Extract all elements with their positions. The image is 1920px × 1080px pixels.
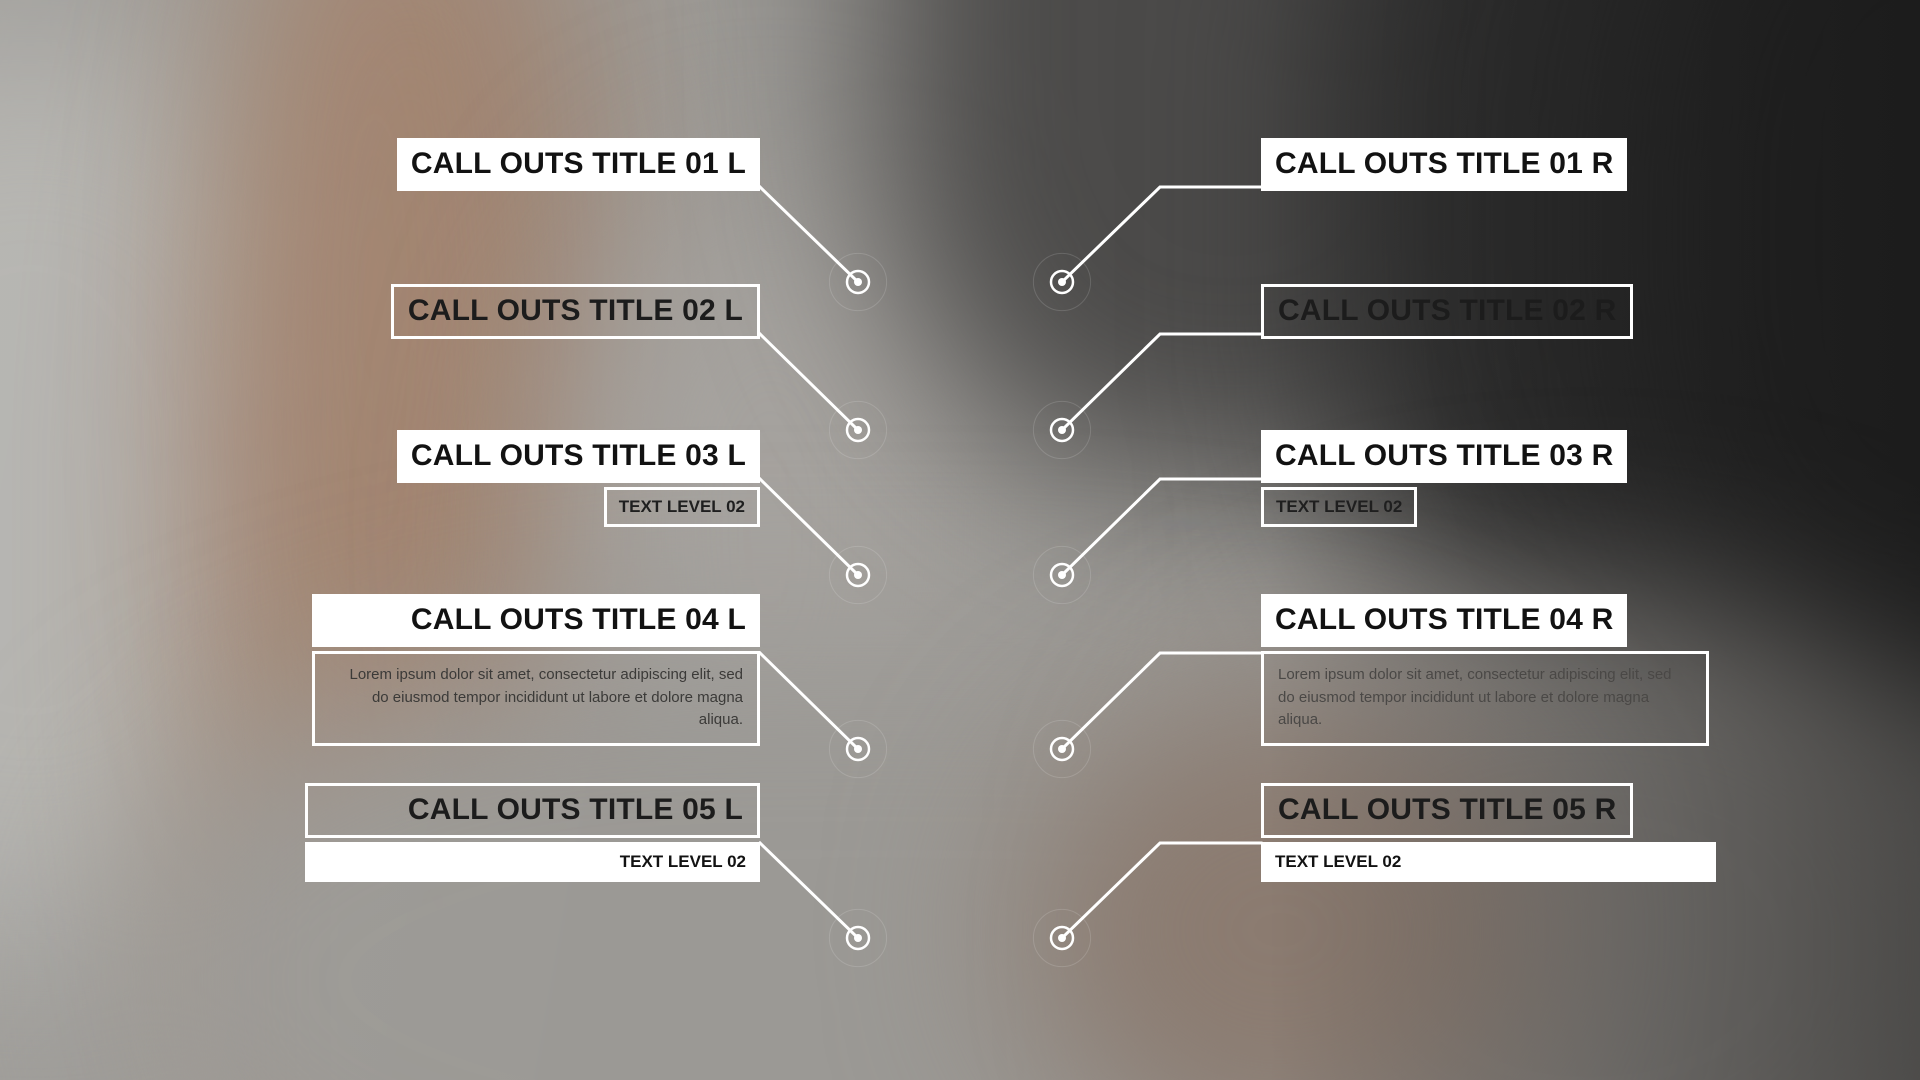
callout-subtitle: TEXT LEVEL 02 bbox=[1261, 487, 1418, 527]
callout-title: CALL OUTS TITLE 03 R bbox=[1261, 430, 1628, 483]
callout-title: CALL OUTS TITLE 05 L bbox=[305, 783, 760, 838]
callout-03-l[interactable]: CALL OUTS TITLE 03 L TEXT LEVEL 02 bbox=[396, 430, 760, 527]
callout-05-l[interactable]: CALL OUTS TITLE 05 L TEXT LEVEL 02 bbox=[305, 783, 760, 882]
callout-02-l[interactable]: CALL OUTS TITLE 02 L bbox=[390, 284, 760, 339]
callout-title: CALL OUTS TITLE 03 L bbox=[396, 430, 760, 483]
callout-02-r[interactable]: CALL OUTS TITLE 02 R bbox=[1261, 284, 1634, 339]
callout-body-text: Lorem ipsum dolor sit amet, consectetur … bbox=[1261, 651, 1709, 746]
callout-01-l[interactable]: CALL OUTS TITLE 01 L bbox=[396, 138, 760, 191]
callout-04-l[interactable]: CALL OUTS TITLE 04 L Lorem ipsum dolor s… bbox=[312, 594, 760, 746]
callout-subtitle: TEXT LEVEL 02 bbox=[1261, 842, 1716, 882]
callout-subtitle: TEXT LEVEL 02 bbox=[305, 842, 760, 882]
callout-title: CALL OUTS TITLE 04 R bbox=[1261, 594, 1628, 647]
callout-title: CALL OUTS TITLE 05 R bbox=[1261, 783, 1634, 838]
callout-title: CALL OUTS TITLE 04 L bbox=[312, 594, 760, 647]
callout-title: CALL OUTS TITLE 01 R bbox=[1261, 138, 1628, 191]
callout-title: CALL OUTS TITLE 01 L bbox=[396, 138, 760, 191]
callout-body-text: Lorem ipsum dolor sit amet, consectetur … bbox=[312, 651, 760, 746]
callout-05-r[interactable]: CALL OUTS TITLE 05 R TEXT LEVEL 02 bbox=[1261, 783, 1716, 882]
callout-title: CALL OUTS TITLE 02 R bbox=[1261, 284, 1634, 339]
callout-01-r[interactable]: CALL OUTS TITLE 01 R bbox=[1261, 138, 1628, 191]
callout-title: CALL OUTS TITLE 02 L bbox=[390, 284, 760, 339]
callout-03-r[interactable]: CALL OUTS TITLE 03 R TEXT LEVEL 02 bbox=[1261, 430, 1628, 527]
callout-subtitle: TEXT LEVEL 02 bbox=[603, 487, 760, 527]
callout-04-r[interactable]: CALL OUTS TITLE 04 R Lorem ipsum dolor s… bbox=[1261, 594, 1709, 746]
